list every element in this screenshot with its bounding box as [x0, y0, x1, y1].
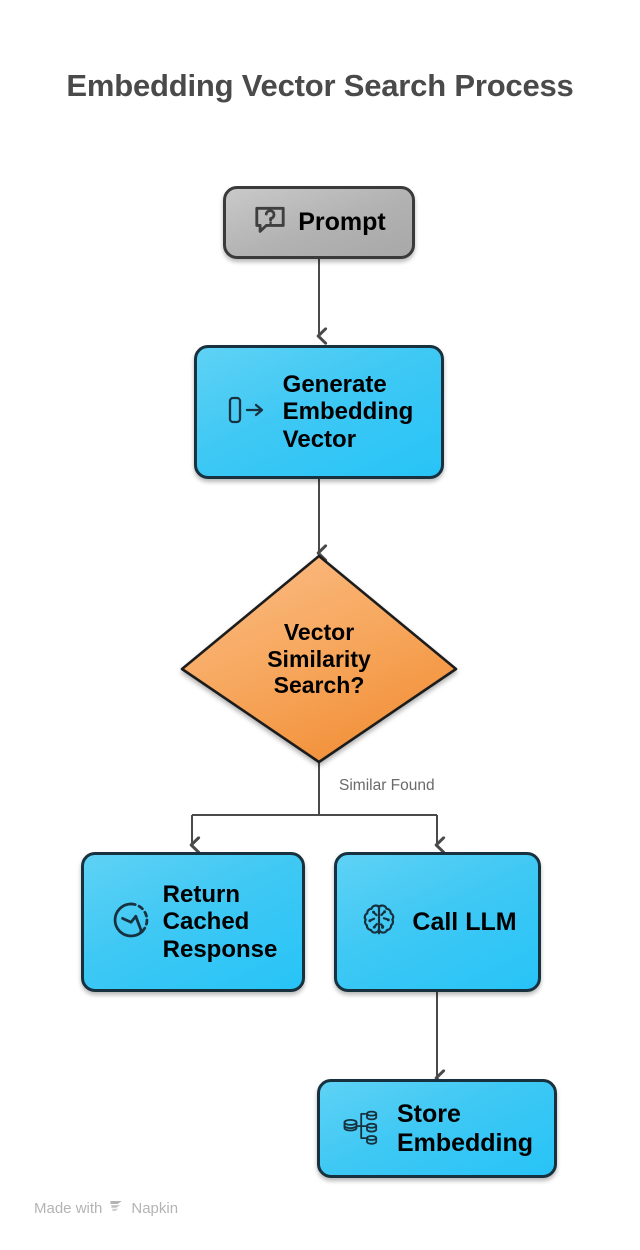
- node-label-store-embedding: Store Embedding: [396, 1100, 534, 1157]
- node-label-return-cached-response: Return Cached Response: [162, 881, 278, 963]
- node-call-llm[interactable]: Call LLM: [334, 852, 541, 992]
- node-vector-similarity-search[interactable]: [180, 554, 458, 764]
- node-prompt[interactable]: Prompt: [223, 186, 415, 259]
- cache-clock-icon: [109, 898, 153, 947]
- connector-decision-split: [192, 763, 437, 845]
- watermark-prefix: Made with: [34, 1199, 103, 1217]
- node-store-embedding[interactable]: Store Embedding: [317, 1079, 557, 1178]
- napkin-logo-icon: [108, 1198, 125, 1218]
- text-to-vector-arrow-icon: [225, 390, 271, 435]
- page-title: Embedding Vector Search Process: [66, 68, 574, 103]
- node-label-generate-embedding-vector: Generate Embedding Vector: [282, 371, 414, 453]
- watermark-brand: Napkin: [131, 1199, 179, 1217]
- question-speech-bubble-icon: [252, 202, 288, 243]
- node-label-call-llm: Call LLM: [412, 907, 517, 936]
- node-return-cached-response[interactable]: Return Cached Response: [81, 852, 305, 992]
- node-generate-embedding-vector[interactable]: Generate Embedding Vector: [194, 345, 444, 479]
- database-branch-icon: [341, 1104, 387, 1153]
- node-label-vector-similarity-search: Vector Similarity Search?: [182, 556, 456, 762]
- watermark: Made with Napkin: [34, 1198, 178, 1218]
- brain-icon: [358, 899, 400, 946]
- edge-label-similar-found: Similar Found: [339, 777, 435, 794]
- node-label-prompt: Prompt: [298, 208, 386, 237]
- decision-label: Vector Similarity Search?: [267, 618, 371, 699]
